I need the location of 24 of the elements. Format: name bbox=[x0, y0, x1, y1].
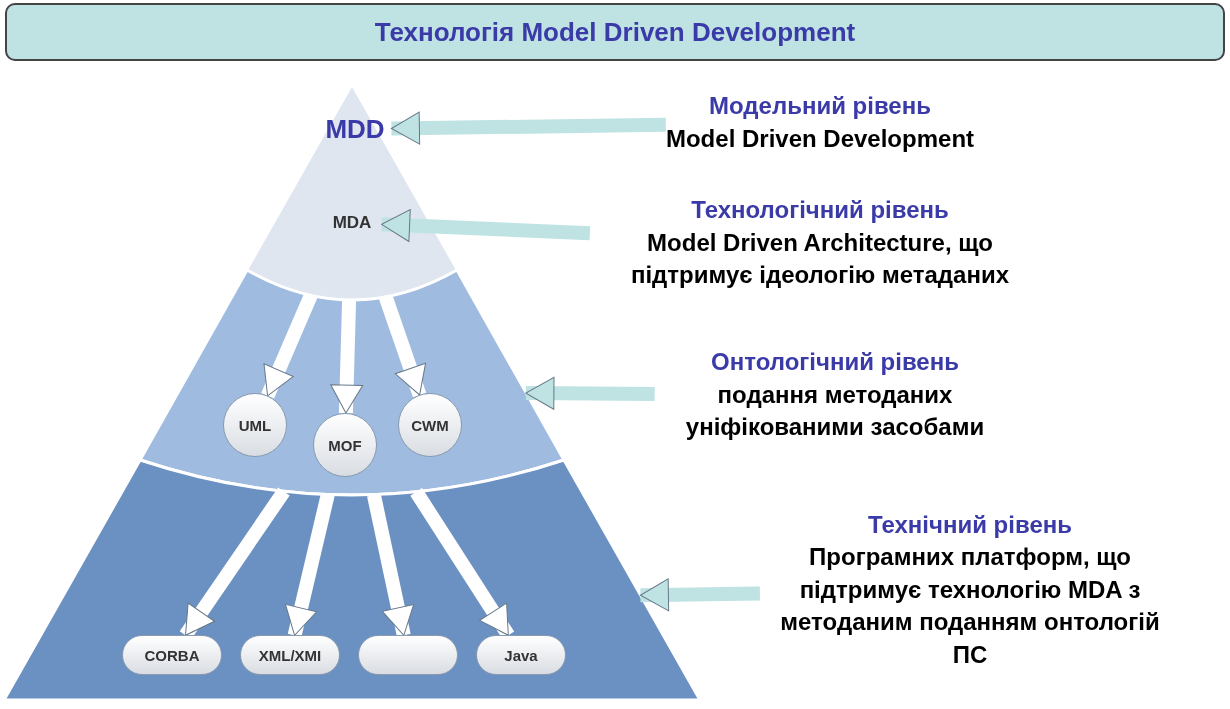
platform-pill bbox=[358, 635, 458, 675]
level-description: Model Driven Development bbox=[665, 123, 975, 154]
block-arrow bbox=[330, 299, 364, 414]
platform-pill: CORBA bbox=[122, 635, 222, 675]
block-arrow bbox=[284, 493, 335, 637]
block-arrow bbox=[367, 493, 415, 637]
block-arrow bbox=[639, 578, 760, 612]
level-heading: Модельний рівень bbox=[709, 91, 931, 122]
block-arrow bbox=[379, 294, 427, 398]
platform-pill: XML/XMI bbox=[240, 635, 340, 675]
level-description: Програмних платформ, що підтримує технологію MDA з методаним поданням онтологій ПС bbox=[779, 542, 1161, 670]
layer-label: MDD bbox=[318, 112, 392, 146]
level-description: Model Driven Architecture, що підтримує ідеологію метаданих bbox=[629, 227, 1011, 291]
level-description: подання методаних уніфікованими засобами bbox=[684, 379, 986, 443]
level-heading: Онтологічний рівень bbox=[711, 347, 959, 378]
block-arrow bbox=[525, 376, 655, 410]
level-heading: Технічний рівень bbox=[868, 510, 1072, 540]
platform-pill: Java bbox=[476, 635, 566, 675]
block-arrow bbox=[261, 292, 318, 399]
layer-label: MDA bbox=[322, 208, 382, 238]
block-arrow bbox=[381, 209, 591, 242]
level-heading: Технологічний рівень bbox=[691, 195, 949, 226]
block-arrow bbox=[390, 111, 666, 145]
title-bar: Технологія Model Driven Development bbox=[5, 3, 1225, 61]
